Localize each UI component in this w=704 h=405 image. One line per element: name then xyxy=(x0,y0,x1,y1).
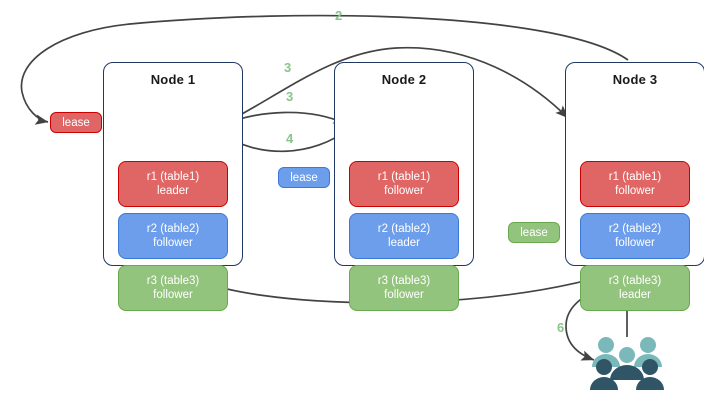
lease-badge-table1[interactable]: lease xyxy=(50,112,102,133)
replica-name: r2 (table2) xyxy=(146,223,200,235)
replica-role: leader xyxy=(619,289,651,301)
replica-node3-r2[interactable]: r2 (table2) follower xyxy=(580,213,690,259)
replica-name: r1 (table1) xyxy=(608,171,662,183)
step-label-1: 1 xyxy=(638,298,646,313)
replica-node1-r2[interactable]: r2 (table2) follower xyxy=(118,213,228,259)
replica-role: follower xyxy=(153,289,193,301)
replica-node1-r1[interactable]: r1 (table1) leader xyxy=(118,161,228,207)
step-label-3a: 3 xyxy=(284,60,292,75)
node-container-1[interactable]: Node 1 r1 (table1) leader r2 (table2) fo… xyxy=(103,62,243,311)
arrow-step-3-upper xyxy=(215,46,569,129)
replica-name: r3 (table3) xyxy=(146,275,200,287)
replica-node1-r3[interactable]: r3 (table3) follower xyxy=(118,265,228,311)
replica-role: follower xyxy=(384,185,424,197)
replica-role: follower xyxy=(153,237,193,249)
replica-name: r3 (table3) xyxy=(377,275,431,287)
step-label-2: 2 xyxy=(335,8,343,23)
node-title-3: Node 3 xyxy=(612,72,658,87)
step-label-4: 4 xyxy=(286,131,294,146)
replica-role: follower xyxy=(384,289,424,301)
replica-name: r2 (table2) xyxy=(377,223,431,235)
step-label-6: 6 xyxy=(557,320,565,335)
node-title-2: Node 2 xyxy=(381,72,427,87)
step-label-5: 5 xyxy=(393,298,401,313)
step-label-3b: 3 xyxy=(286,89,294,104)
replica-role: follower xyxy=(615,185,655,197)
node-title-1: Node 1 xyxy=(150,72,196,87)
replica-node2-r3[interactable]: r3 (table3) follower xyxy=(349,265,459,311)
replica-name: r1 (table1) xyxy=(146,171,200,183)
replica-role: leader xyxy=(157,185,189,197)
replica-name: r1 (table1) xyxy=(377,171,431,183)
replica-node3-r3[interactable]: r3 (table3) leader xyxy=(580,265,690,311)
replica-role: follower xyxy=(615,237,655,249)
replica-node2-r1[interactable]: r1 (table1) follower xyxy=(349,161,459,207)
node-container-3[interactable]: Node 3 r1 (table1) follower r2 (table2) … xyxy=(565,62,704,311)
node-container-2[interactable]: Node 2 r1 (table1) follower r2 (table2) … xyxy=(334,62,474,311)
lease-badge-table2[interactable]: lease xyxy=(278,167,330,188)
lease-badge-table3[interactable]: lease xyxy=(508,222,560,243)
replica-node2-r2[interactable]: r2 (table2) leader xyxy=(349,213,459,259)
replica-role: leader xyxy=(388,237,420,249)
replica-node3-r1[interactable]: r1 (table1) follower xyxy=(580,161,690,207)
arrow-step-2 xyxy=(20,14,629,125)
replica-name: r2 (table2) xyxy=(608,223,662,235)
